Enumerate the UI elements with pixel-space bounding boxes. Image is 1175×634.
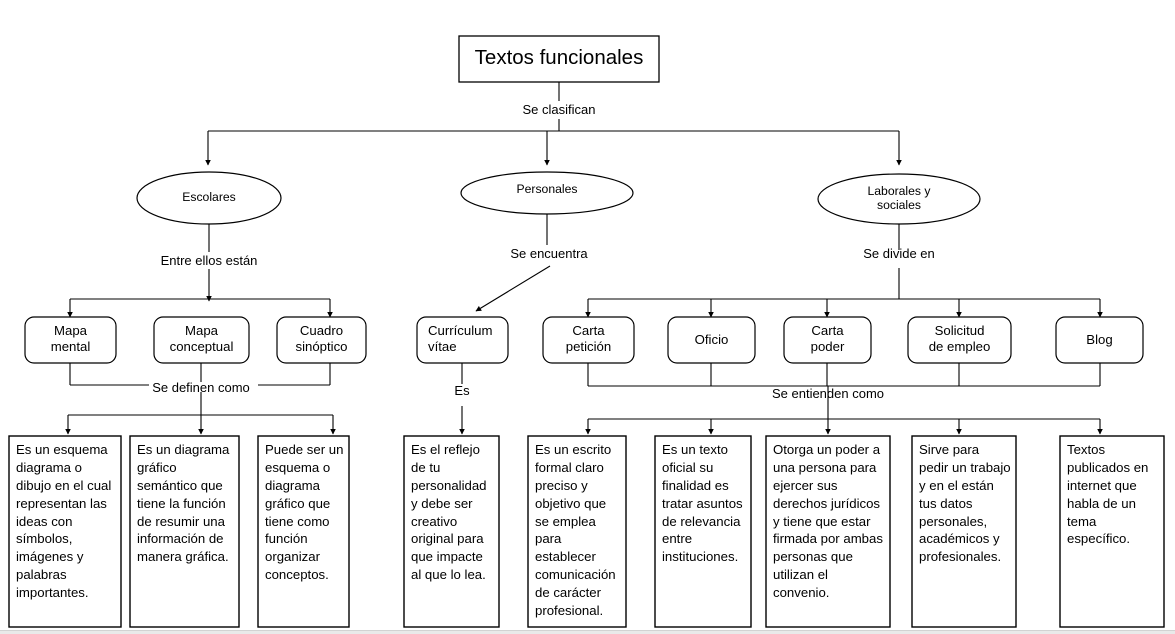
node-solicitud-empleo-label: Solicitud de empleo [928, 323, 991, 355]
node-curriculum-vitae-label: Currículum vítae [428, 323, 493, 355]
node-def-curriculum-vitae-text: Es el reflejo de tu personalidad y debe … [411, 442, 487, 583]
node-def-oficio-text: Es un texto oficial su finalidad es trat… [662, 442, 743, 565]
page-bottom-divider [0, 630, 1175, 634]
node-def-cuadro-sinoptico[interactable] [257, 435, 350, 628]
label-se-encuentra: Se encuentra [510, 246, 588, 261]
node-escolares-label: Escolares [182, 190, 236, 204]
node-def-oficio[interactable] [654, 435, 752, 628]
node-mapa-conceptual-label: Mapa conceptual [169, 323, 234, 355]
node-def-mapa-mental-text: Es un esquema diagrama o dibujo en el cu… [16, 442, 112, 600]
node-def-carta-peticion-text: Es un escrito formal claro preciso y obj… [535, 442, 616, 618]
node-blog-label: Blog [1086, 332, 1113, 347]
node-laborales-sociales-label: Laborales y sociales [867, 184, 931, 213]
node-cuadro-sinoptico-label: Cuadro sinóptico [295, 323, 348, 355]
node-mapa-mental-label: Mapa mental [50, 323, 91, 355]
node-textos-funcionales[interactable] [458, 35, 660, 83]
node-def-carta-peticion[interactable] [527, 435, 627, 628]
node-def-blog[interactable] [1059, 435, 1165, 628]
node-def-carta-poder[interactable] [765, 435, 891, 628]
label-entre-ellos-estan: Entre ellos están [160, 253, 258, 268]
label-se-definen-como: Se definen como [152, 380, 250, 395]
node-carta-peticion-label: Carta petición [565, 323, 612, 355]
node-def-carta-poder-text: Otorga un poder a una persona para ejerc… [773, 442, 883, 600]
node-carta-poder-label: Carta poder [810, 323, 845, 355]
edge-personales-diagonal [475, 265, 551, 312]
node-cuadro-sinoptico[interactable] [276, 316, 367, 364]
node-def-cuadro-sinoptico-text: Puede ser un esquema o diagrama gráfico … [265, 442, 344, 583]
node-def-solicitud-empleo[interactable] [911, 435, 1017, 628]
label-se-entienden-como: Se entienden como [771, 386, 885, 401]
node-def-solicitud-empleo-text: Sirve para pedir un trabajo y en el está… [919, 442, 1011, 565]
node-def-mapa-mental[interactable] [8, 435, 122, 628]
node-def-mapa-conceptual[interactable] [129, 435, 240, 628]
node-personales-label: Personales [516, 182, 578, 196]
label-se-divide-en: Se divide en [863, 246, 935, 261]
node-def-blog-text: Textos publicados en internet que habla … [1067, 442, 1149, 547]
node-def-mapa-conceptual-text: Es un diagrama gráfico semántico que tie… [137, 442, 230, 565]
node-oficio-label: Oficio [694, 332, 729, 347]
node-def-curriculum-vitae[interactable] [403, 435, 500, 628]
page-title: Textos funcionales [474, 46, 644, 69]
label-es: Es [454, 383, 470, 398]
label-se-clasifican: Se clasifican [522, 102, 596, 117]
